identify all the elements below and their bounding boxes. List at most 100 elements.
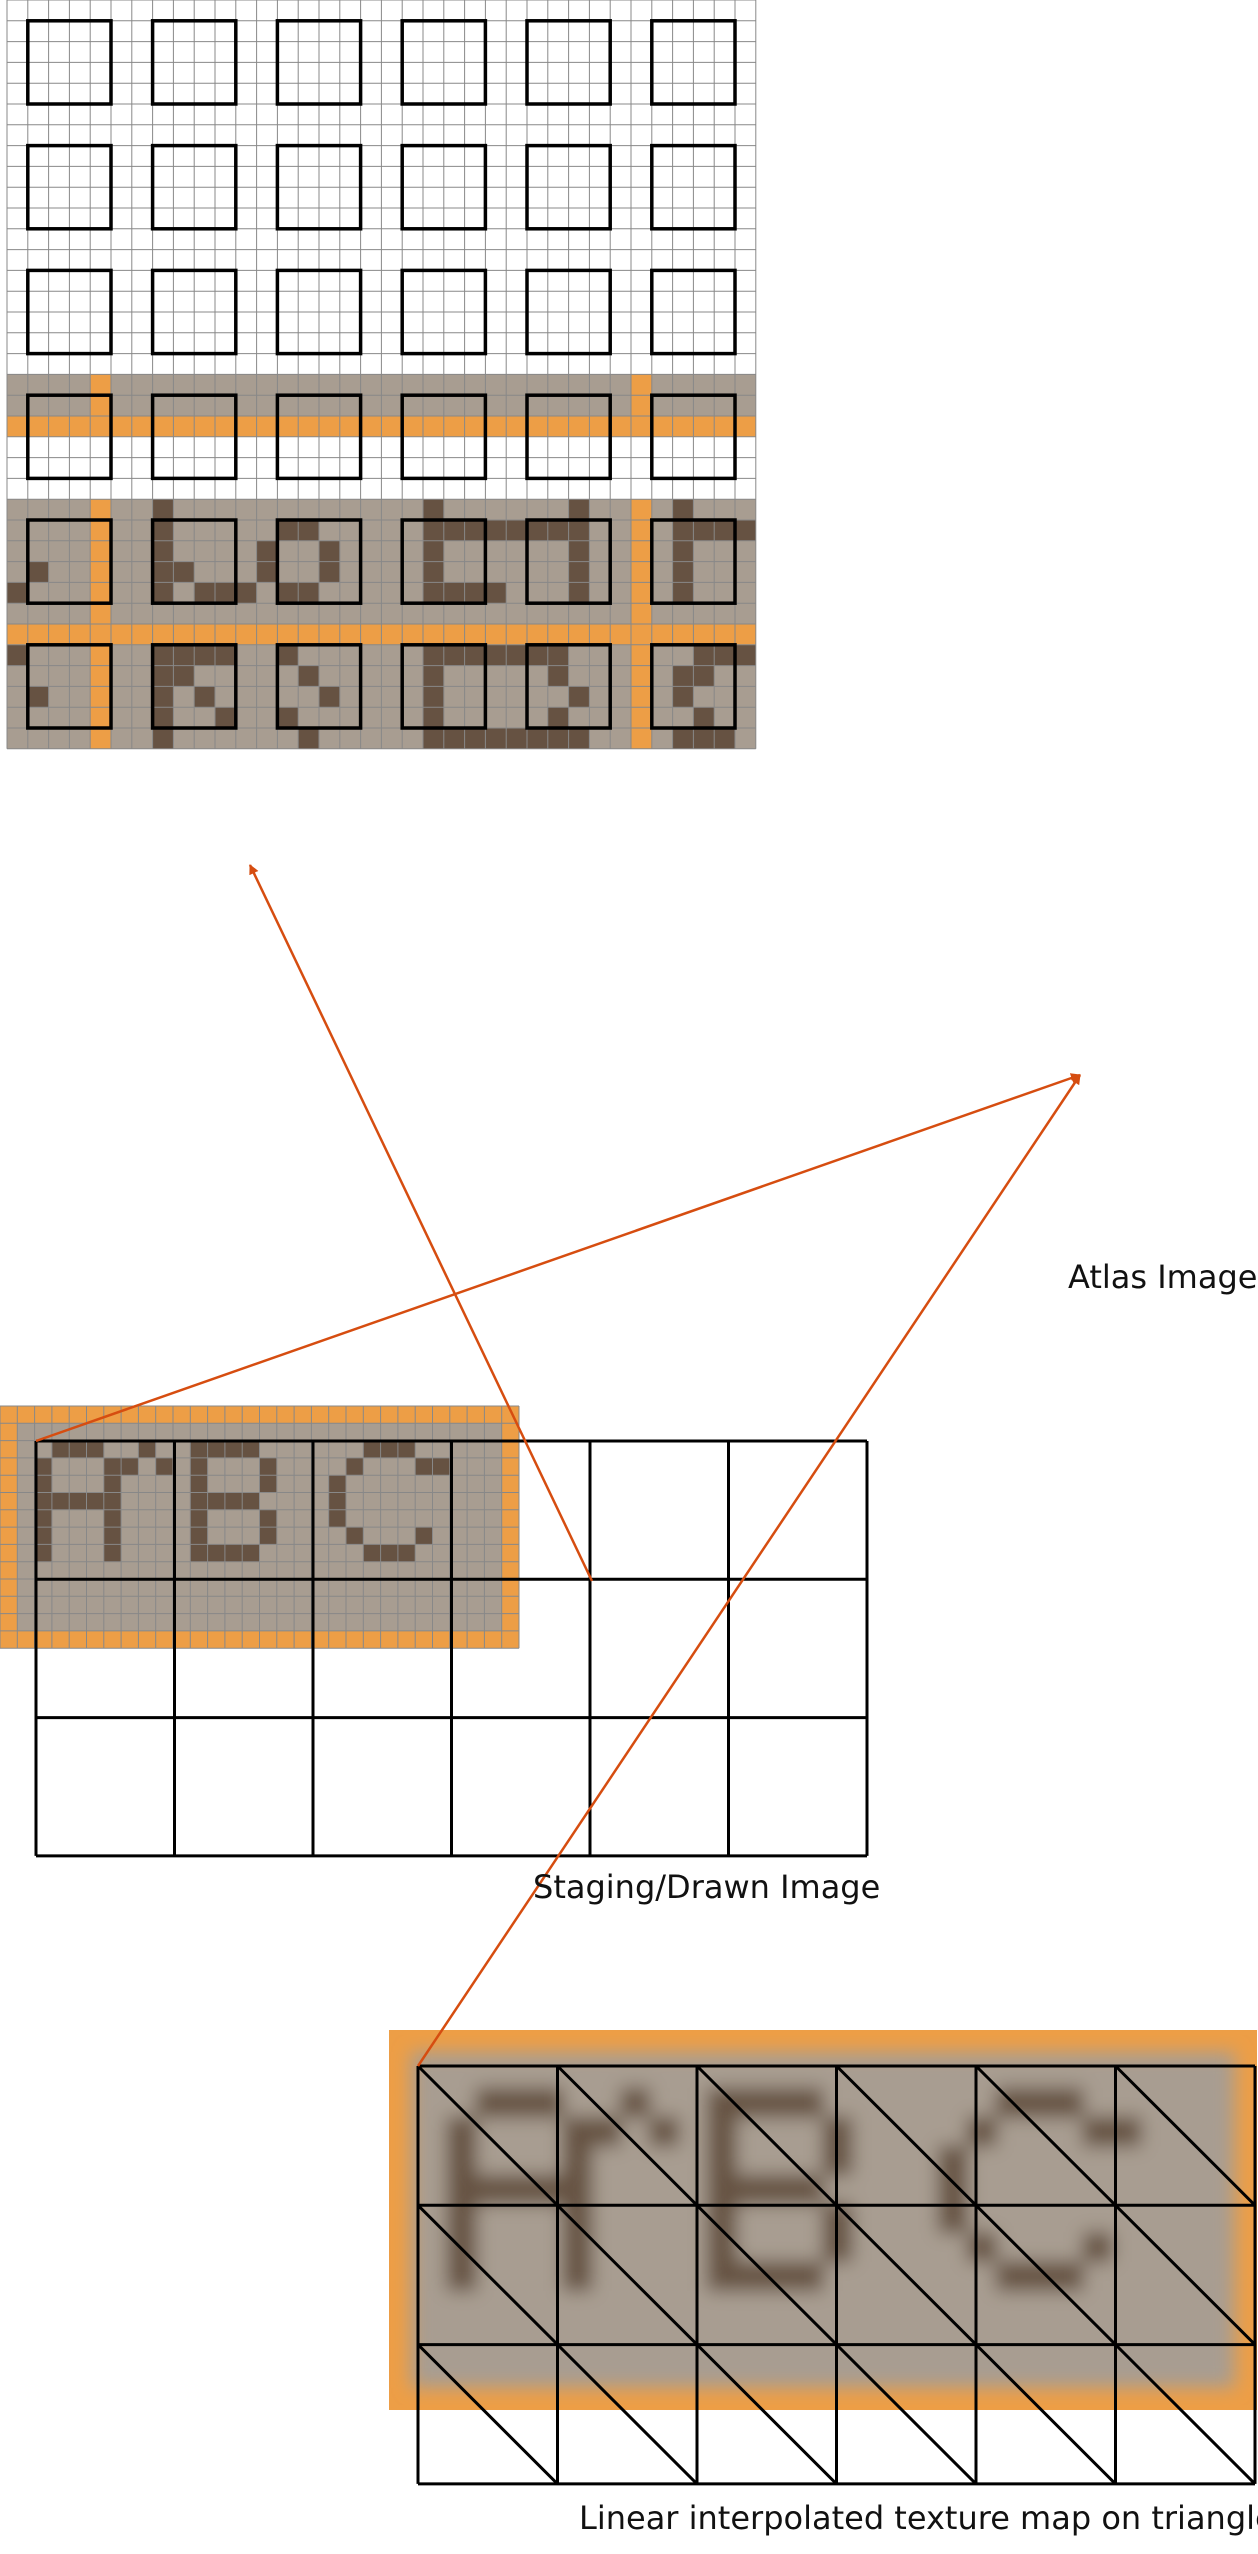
linear-glyph-pixel [706,2145,737,2176]
atlas-glyph-box [650,143,737,231]
staging-glyph-pixel [397,1544,416,1562]
linear-glyph-pixel [1053,2087,1084,2118]
linear-texture-map [389,2030,1257,2486]
atlas-glyph-pixel [319,561,340,583]
linear-triangle-diagonal [1114,2204,1257,2346]
atlas-glyph-pixel [298,665,319,687]
mapping-arrows [35,864,1082,2067]
atlas-glyph-pixel [194,582,215,604]
staging-glyph-pixel [34,1475,52,1493]
linear-glyph-pixel [706,2174,737,2205]
atlas-glyph-box [26,393,113,481]
atlas-glyph-pixel [693,665,715,687]
atlas-glyph-pixel [152,707,174,728]
atlas-glyph-pixel [152,665,174,687]
staging-glyph-pixel [103,1457,122,1476]
atlas-glyph-box [275,268,363,356]
atlas-glyph-pixel [693,728,715,749]
linear-glyph-pixel [735,2174,766,2205]
linear-glyph-pixel [967,2116,997,2147]
atlas-glyph-pixel [7,644,28,666]
atlas-glyph-pixel [485,520,507,541]
staging-glyph-pixel [86,1492,104,1510]
staging-glyph-pixel [346,1457,364,1476]
linear-glyph-pixel [562,2261,593,2292]
linear-triangle-diagonal [974,2204,1117,2346]
atlas-glyph-box [150,393,238,481]
linear-glyph-pixel [967,2232,997,2263]
atlas-glyph-pixel [568,520,590,541]
atlas-glyph-box [525,393,612,481]
atlas-glyph-pixel [735,644,756,666]
staging-glyph-pixel [432,1457,450,1476]
linear-glyph-pixel [562,2232,593,2263]
staging-glyph-pixel [86,1440,104,1458]
atlas-glyph-box [650,393,737,481]
linear-glyph-pixel [475,2087,506,2118]
staging-glyph-pixel [190,1492,208,1510]
staging-glyph-pixel [51,1440,70,1458]
staging-glyph-pixel [363,1544,381,1562]
linear-glyph-pixel [562,2174,593,2205]
atlas-glyph-box [275,19,363,106]
atlas-glyph-pixel [194,644,215,666]
staging-glyph-pixel [155,1457,173,1476]
staging-glyph-pixel [121,1457,139,1476]
atlas-glyph-pixel [672,540,694,562]
atlas-glyph-pixel [277,582,299,604]
staging-glyph-pixel [380,1440,398,1458]
atlas-glyph-pixel [7,582,28,604]
atlas-glyph-box [26,143,113,231]
atlas-glyph-pixel [423,540,444,562]
atlas-glyph-pixel [443,728,465,749]
atlas-glyph-pixel [672,561,694,583]
atlas-glyph-pixel [443,582,465,604]
atlas-glyph-box [275,393,363,481]
staging-glyph-pixel [103,1492,122,1510]
staging-glyph-pixel [224,1440,243,1458]
staging-glyph-pixel [69,1492,87,1510]
staging-image-label: Staging/Drawn Image [533,1868,881,1906]
atlas-glyph-pixel [235,582,257,604]
linear-triangle-diagonal [695,2343,838,2485]
atlas-glyph-box [400,643,488,730]
atlas-glyph-pixel [152,499,174,520]
atlas-glyph-box [400,268,488,356]
atlas-glyph-pixel [277,707,299,728]
atlas-glyph-pixel [152,561,174,583]
staging-glyph-pixel [380,1544,398,1562]
atlas-glyph-pixel [423,665,444,687]
staging-glyph-pixel [103,1475,122,1493]
linear-glyph-pixel [938,2174,968,2205]
linear-triangle-diagonal [556,2343,699,2485]
atlas-glyph-pixel [506,520,527,541]
atlas-glyph-box [26,19,113,106]
atlas-glyph-pixel [464,644,486,666]
atlas-glyph-box [525,268,612,356]
atlas-glyph-pixel [693,707,715,728]
atlas-glyph-box [400,19,488,106]
linear-glyph-pixel [446,2203,477,2234]
staging-glyph-pixel [242,1544,260,1562]
atlas-glyph-pixel [693,520,715,541]
atlas-glyph-pixel [547,665,569,687]
linear-triangle-diagonal [556,2064,699,2207]
atlas-glyph-pixel [527,728,548,749]
linear-glyph-pixel [562,2203,593,2234]
atlas-glyph-box [525,19,612,106]
atlas-glyph-box [26,518,113,605]
linear-glyph-pixel [562,2145,593,2176]
atlas-glyph-box [525,143,612,231]
staging-glyph-pixel [224,1492,243,1510]
atlas-glyph-box [400,143,488,231]
staging-glyph-pixel [363,1440,381,1458]
atlas-glyph-box [400,518,488,605]
linear-glyph-pixel [706,2261,737,2292]
atlas-glyph-pixel [215,582,236,604]
linear-triangle-diagonal [556,2204,699,2346]
linear-triangle-diagonal [416,2343,559,2485]
atlas-glyph-pixel [173,561,195,583]
atlas-glyph-pixel [527,520,548,541]
mapping-arrow [416,1074,1082,2067]
linear-glyph-pixel [475,2174,506,2205]
